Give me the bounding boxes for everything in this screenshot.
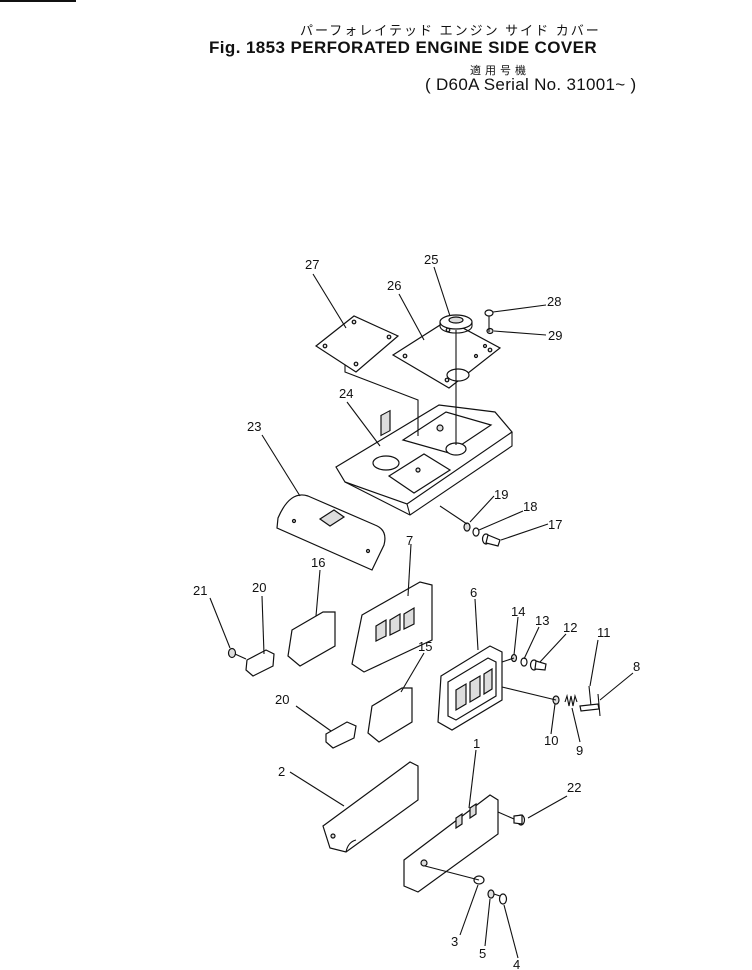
- label-14: 14: [511, 604, 525, 619]
- label-15: 15: [418, 639, 432, 654]
- label-12: 12: [563, 620, 577, 635]
- part-5-washer: [487, 889, 495, 899]
- label-17: 17: [548, 517, 562, 532]
- part-20-upper-bracket: [245, 649, 275, 677]
- leader-lines: [209, 266, 634, 959]
- part-26-cover-plate: [391, 319, 502, 389]
- label-6: 6: [470, 585, 477, 600]
- part-24-side-cover: [335, 404, 513, 516]
- label-8: 8: [633, 659, 640, 674]
- label-18: 18: [523, 499, 537, 514]
- label-29: 29: [548, 328, 562, 343]
- part-25-grommet: [439, 314, 473, 334]
- part-19-washer: [463, 522, 471, 532]
- part-labels: 27 25 26 28 29 24 23 19 18 17 16 7 21 20…: [193, 252, 640, 970]
- label-16: 16: [311, 555, 325, 570]
- part-16-plate: [287, 611, 336, 667]
- label-21: 21: [193, 583, 207, 598]
- part-12-bolt: [529, 659, 547, 671]
- label-9: 9: [576, 743, 583, 758]
- label-1: 1: [473, 736, 480, 751]
- part-20-lower-bracket: [325, 721, 357, 749]
- part-4-bolt: [493, 893, 508, 905]
- part-13-washer: [520, 657, 528, 667]
- figure-title: Fig. 1853 PERFORATED ENGINE SIDE COVER: [209, 38, 598, 57]
- part-22-bolt: [513, 814, 526, 826]
- label-13: 13: [535, 613, 549, 628]
- part-1-lower-panel: [403, 794, 499, 893]
- label-7: 7: [406, 533, 413, 548]
- label-5: 5: [479, 946, 486, 961]
- label-26: 26: [387, 278, 401, 293]
- part-18-washer: [472, 527, 480, 537]
- label-11: 11: [597, 625, 611, 640]
- label-4: 4: [513, 957, 520, 970]
- part-21-bolt: [227, 647, 247, 660]
- part-8-pin: [579, 693, 601, 717]
- title-japanese: パーフォレイテッド エンジン サイド カバー: [300, 23, 601, 38]
- applicable-serial-japanese: 適用号機: [470, 65, 530, 77]
- label-28: 28: [547, 294, 561, 309]
- part-9-spring: [564, 693, 578, 707]
- label-20-upper: 20: [252, 580, 266, 595]
- part-17-bolt: [481, 533, 501, 547]
- part-15-plate: [367, 687, 413, 743]
- label-2: 2: [278, 764, 285, 779]
- label-25: 25: [424, 252, 438, 267]
- label-23: 23: [247, 419, 261, 434]
- label-10: 10: [544, 733, 558, 748]
- label-22: 22: [567, 780, 581, 795]
- part-28-bolt: [484, 309, 494, 324]
- label-19: 19: [494, 487, 508, 502]
- label-20-lower: 20: [275, 692, 289, 707]
- part-2-lower-panel: [322, 761, 419, 853]
- top-rule: [0, 0, 76, 2]
- part-7-bracket-panel: [351, 409, 433, 673]
- serial-range: ( D60A Serial No. 31001~ ): [425, 75, 637, 94]
- part-27-cover-plate: [314, 315, 400, 373]
- part-29-washer: [486, 327, 494, 335]
- label-3: 3: [451, 934, 458, 949]
- part-11-pin: [588, 685, 592, 707]
- part-6-switch-panel: [437, 645, 503, 731]
- label-24: 24: [339, 386, 353, 401]
- part-23-curved-cover: [276, 494, 386, 571]
- label-27: 27: [305, 257, 319, 272]
